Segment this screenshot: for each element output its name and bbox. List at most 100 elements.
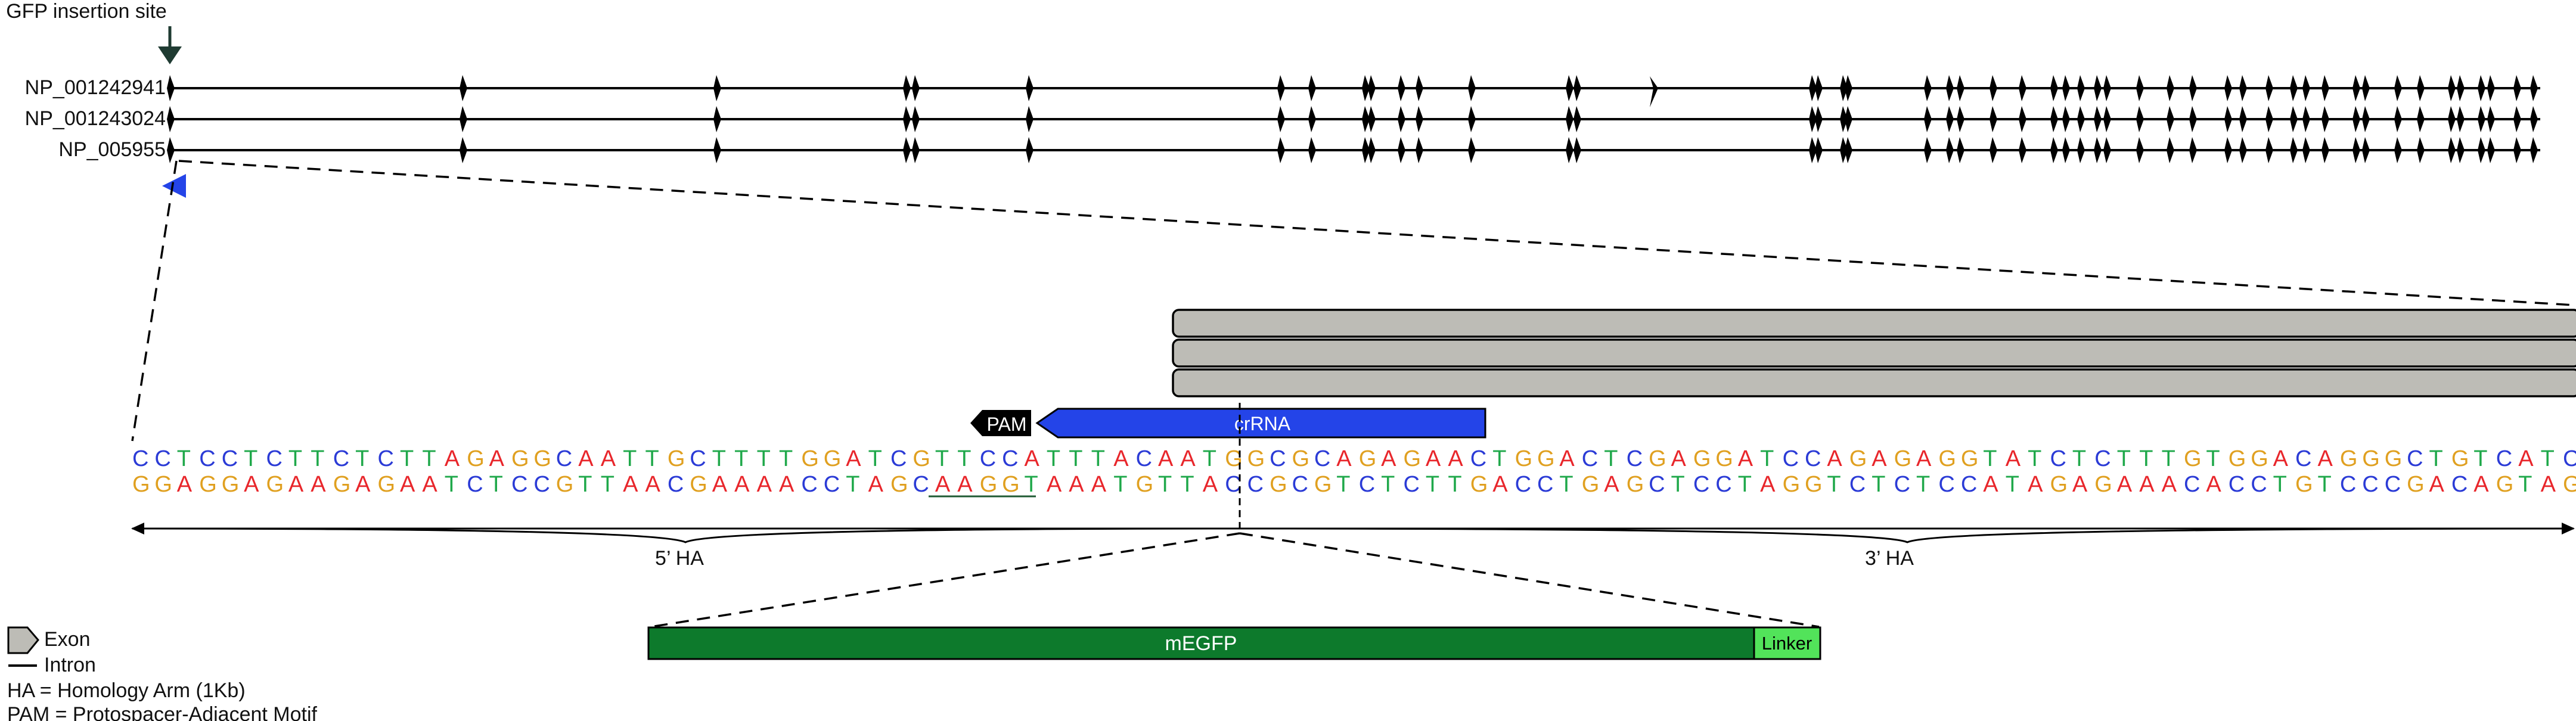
legend-intron-label: Intron	[44, 654, 96, 676]
top-base: C	[132, 446, 148, 471]
bottom-base: C	[2451, 472, 2468, 497]
top-base: G	[467, 446, 485, 471]
top-base: T	[935, 446, 949, 471]
exon-mark	[2167, 106, 2174, 132]
linker-label: Linker	[1762, 633, 1812, 654]
exon-mark	[2050, 106, 2058, 132]
exon-mark	[1840, 75, 1848, 101]
top-base: G	[2362, 446, 2380, 471]
top-base: G	[1404, 446, 1422, 471]
top-base: T	[623, 446, 637, 471]
top-base: C	[2407, 446, 2423, 471]
top-base: A	[1180, 446, 1196, 471]
top-base: C	[222, 446, 238, 471]
top-base: C	[1136, 446, 1152, 471]
bottom-base: A	[244, 472, 259, 497]
exon-mark	[1957, 75, 1964, 101]
exon-mark	[1362, 75, 1370, 101]
top-base: T	[400, 446, 414, 471]
exon-mark	[2362, 137, 2370, 163]
exon-mark	[912, 75, 920, 101]
bottom-base: G	[1582, 472, 1600, 497]
bottom-base: A	[2072, 472, 2088, 497]
exon-box-2	[1172, 338, 2576, 368]
top-base: G	[1649, 446, 1666, 471]
exon-mark	[2265, 137, 2273, 163]
top-base: T	[1983, 446, 1997, 471]
exon-mark	[2224, 137, 2232, 163]
exon-mark	[2352, 137, 2360, 163]
bottom-base: C	[2251, 472, 2267, 497]
bottom-base: T	[846, 472, 859, 497]
target-site-marker	[162, 174, 186, 198]
bottom-base: C	[913, 472, 929, 497]
bottom-base: C	[1292, 472, 1308, 497]
exon-mark	[903, 106, 911, 132]
bottom-base: T	[2273, 472, 2287, 497]
exon-mark	[2290, 106, 2298, 132]
exon-mark	[1573, 137, 1581, 163]
exon-mark	[1845, 106, 1852, 132]
top-base: A	[2518, 446, 2534, 471]
bottom-base: A	[779, 472, 794, 497]
insert-zoom-right	[1239, 532, 1820, 628]
exon-mark	[1573, 75, 1581, 101]
bottom-base: C	[668, 472, 684, 497]
pam-box	[970, 410, 1031, 436]
bottom-base: A	[2206, 472, 2221, 497]
bottom-base: A	[177, 472, 193, 497]
legend-exon-label: Exon	[44, 628, 91, 651]
exon-mark	[1468, 106, 1476, 132]
top-base: G	[1938, 446, 1956, 471]
top-base: A	[1336, 446, 1352, 471]
transcript-label-1: NP_001242941	[25, 76, 166, 99]
top-base: A	[1158, 446, 1174, 471]
bottom-base: T	[1559, 472, 1573, 497]
top-base: T	[2162, 446, 2175, 471]
exon-mark	[2050, 137, 2058, 163]
top-base: A	[601, 446, 616, 471]
exon-mark	[2062, 137, 2070, 163]
bottom-base: G	[1627, 472, 1644, 497]
bottom-base: G	[2563, 472, 2576, 497]
exon-mark	[1308, 75, 1316, 101]
exon-mark	[2050, 75, 2058, 101]
exon-mark	[460, 137, 467, 163]
bottom-base: A	[400, 472, 415, 497]
bottom-base: G	[2050, 472, 2068, 497]
exon-mark	[1362, 106, 1370, 132]
exon-mark	[1566, 137, 1573, 163]
exon-mark	[1398, 137, 1405, 163]
bottom-base: A	[1604, 472, 1619, 497]
exon-mark	[2478, 106, 2485, 132]
megfp-label: mEGFP	[1165, 632, 1237, 655]
bottom-base: A	[355, 472, 371, 497]
exon-mark	[2019, 75, 2026, 101]
exon-mark	[1957, 137, 1964, 163]
bottom-base: G	[266, 472, 284, 497]
bottom-base: G	[556, 472, 574, 497]
bottom-base: T	[1827, 472, 1841, 497]
bottom-base: A	[935, 472, 951, 497]
exon-marks	[167, 75, 2538, 163]
top-base: A	[2273, 446, 2289, 471]
exon-mark	[2394, 106, 2402, 132]
top-base: T	[2473, 446, 2487, 471]
bottom-base: G	[154, 472, 172, 497]
top-base: T	[1203, 446, 1216, 471]
bottom-base: C	[2362, 472, 2378, 497]
bottom-base: A	[2473, 472, 2489, 497]
top-base: C	[2094, 446, 2111, 471]
bottom-base: T	[489, 472, 503, 497]
top-base: C	[1783, 446, 1799, 471]
exon-mark	[2094, 137, 2102, 163]
bottom-base: A	[1983, 472, 1998, 497]
exon-mark	[1840, 106, 1848, 132]
exon-mark	[1990, 106, 1997, 132]
top-base: G	[1292, 446, 1310, 471]
top-base: C	[1627, 446, 1643, 471]
bottom-base: T	[1113, 472, 1127, 497]
bottom-base: T	[1738, 472, 1752, 497]
